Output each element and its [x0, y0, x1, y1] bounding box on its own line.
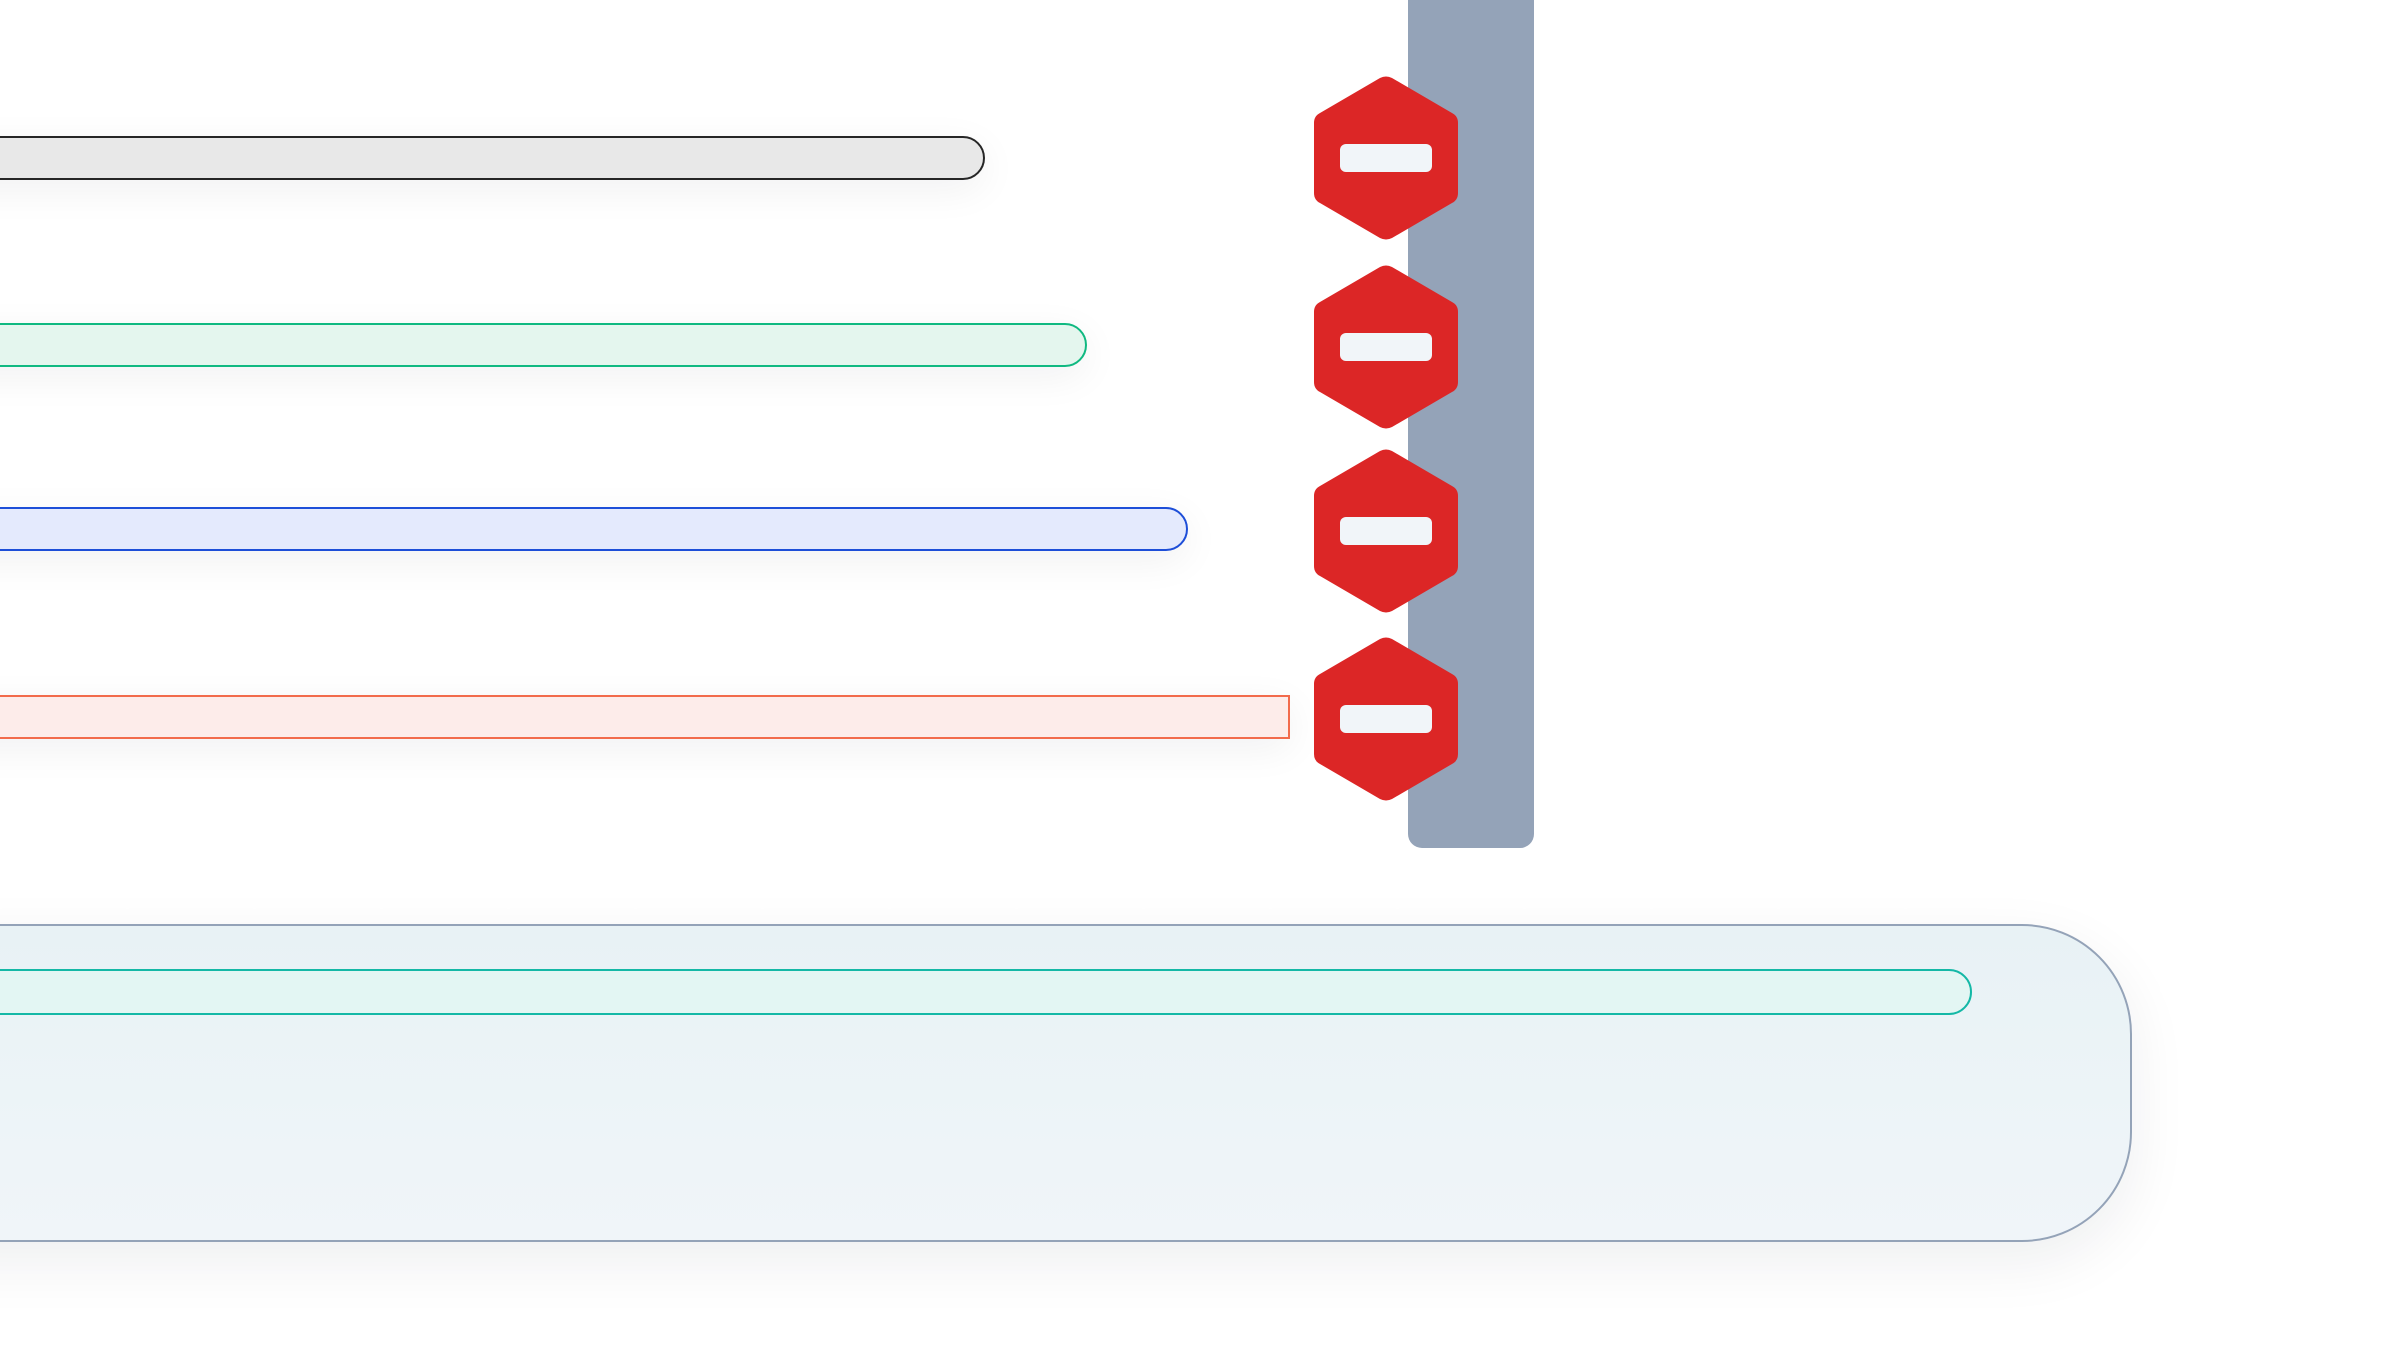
panel-bar	[0, 969, 1972, 1015]
no-entry-hexagon-icon	[1311, 636, 1461, 802]
no-entry-hexagon-icon	[1311, 264, 1461, 430]
lane-bar-3	[0, 507, 1188, 551]
no-entry-hexagon-icon	[1311, 75, 1461, 241]
lane-bar-2	[0, 323, 1087, 367]
lane-bar-4	[0, 695, 1290, 739]
no-entry-hexagon-icon	[1311, 448, 1461, 614]
lane-bar-1	[0, 136, 985, 180]
